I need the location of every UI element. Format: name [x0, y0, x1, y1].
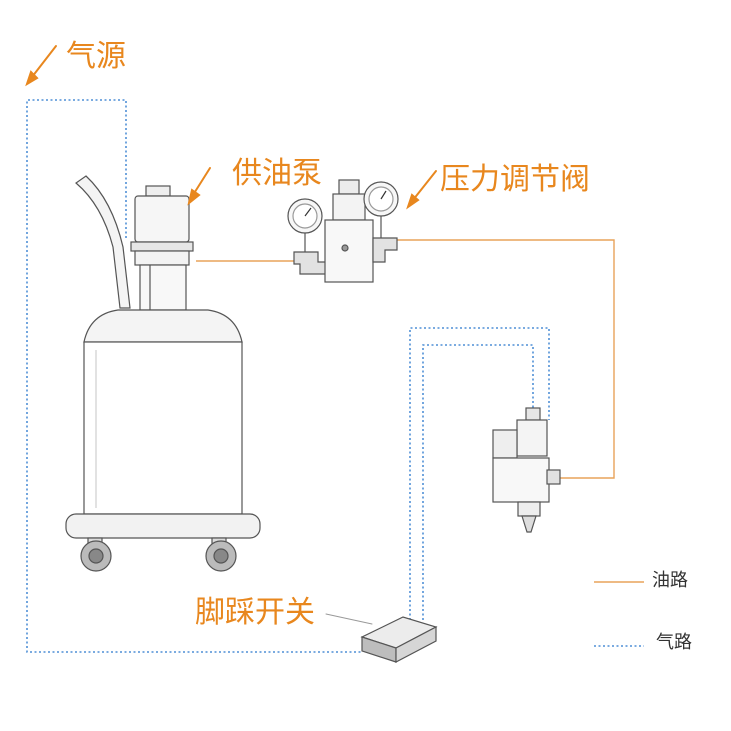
pump-motor [134, 195, 190, 243]
valve-port [341, 244, 349, 252]
foot-switch-side [395, 626, 437, 663]
valve-bonnet [332, 193, 366, 221]
drum-body [83, 341, 243, 515]
caster-right-hub [213, 548, 229, 564]
pump-handle [75, 175, 131, 309]
drum-base [65, 513, 261, 539]
gun-nozzle-tip [521, 515, 537, 533]
air-line-source-to-pump [26, 99, 362, 653]
valve-body [324, 219, 374, 283]
air-line-switch-to-valve-inner [422, 344, 534, 620]
pump-neck [134, 250, 190, 266]
valve-top-knob [338, 179, 360, 195]
foot-switch-unit [360, 616, 438, 663]
air-source-label: 气源 [66, 39, 126, 74]
gun-body [492, 457, 550, 503]
supply-pump-pointer [192, 167, 211, 196]
foot-switch-leader [325, 613, 373, 625]
supply-pump-pointer-tip [187, 188, 201, 206]
gun-cylinder [516, 419, 548, 457]
legend-oil-line: 油路 [652, 570, 688, 591]
left-gauge-needle [304, 207, 312, 217]
air-source-pointer-tip [25, 70, 39, 87]
supply-pump-label: 供油泵 [232, 156, 322, 191]
right-elbow-fitting [372, 237, 398, 263]
air-lines [26, 99, 644, 653]
pump-rod [139, 264, 187, 311]
drum-lid [83, 309, 243, 343]
gun-oil-inlet [546, 469, 561, 485]
pump-band [130, 241, 194, 252]
pressure-valve-pointer [412, 170, 437, 201]
pressure-valve-label: 压力调节阀 [440, 162, 590, 197]
foot-switch-label: 脚踩开关 [195, 595, 315, 630]
right-gauge-needle [380, 190, 387, 200]
pressure-valve-unit [287, 179, 399, 283]
label-pointers [25, 45, 437, 625]
oil-line-valve-to-gun [397, 239, 615, 479]
supply-pump-unit [65, 175, 261, 572]
pressure-valve-pointer-tip [406, 193, 420, 210]
oil-lines [196, 239, 644, 583]
pump-top-cap [145, 185, 171, 197]
gun-top-fitting [525, 407, 541, 421]
dispensing-valve-unit [492, 407, 561, 533]
gun-side-block [492, 429, 518, 459]
caster-left-hub [88, 548, 104, 564]
air-line-switch-to-valve-outer [409, 327, 550, 620]
air-source-pointer [31, 45, 57, 78]
gun-nozzle-base [517, 501, 541, 517]
legend-air-line: 气路 [656, 632, 692, 653]
